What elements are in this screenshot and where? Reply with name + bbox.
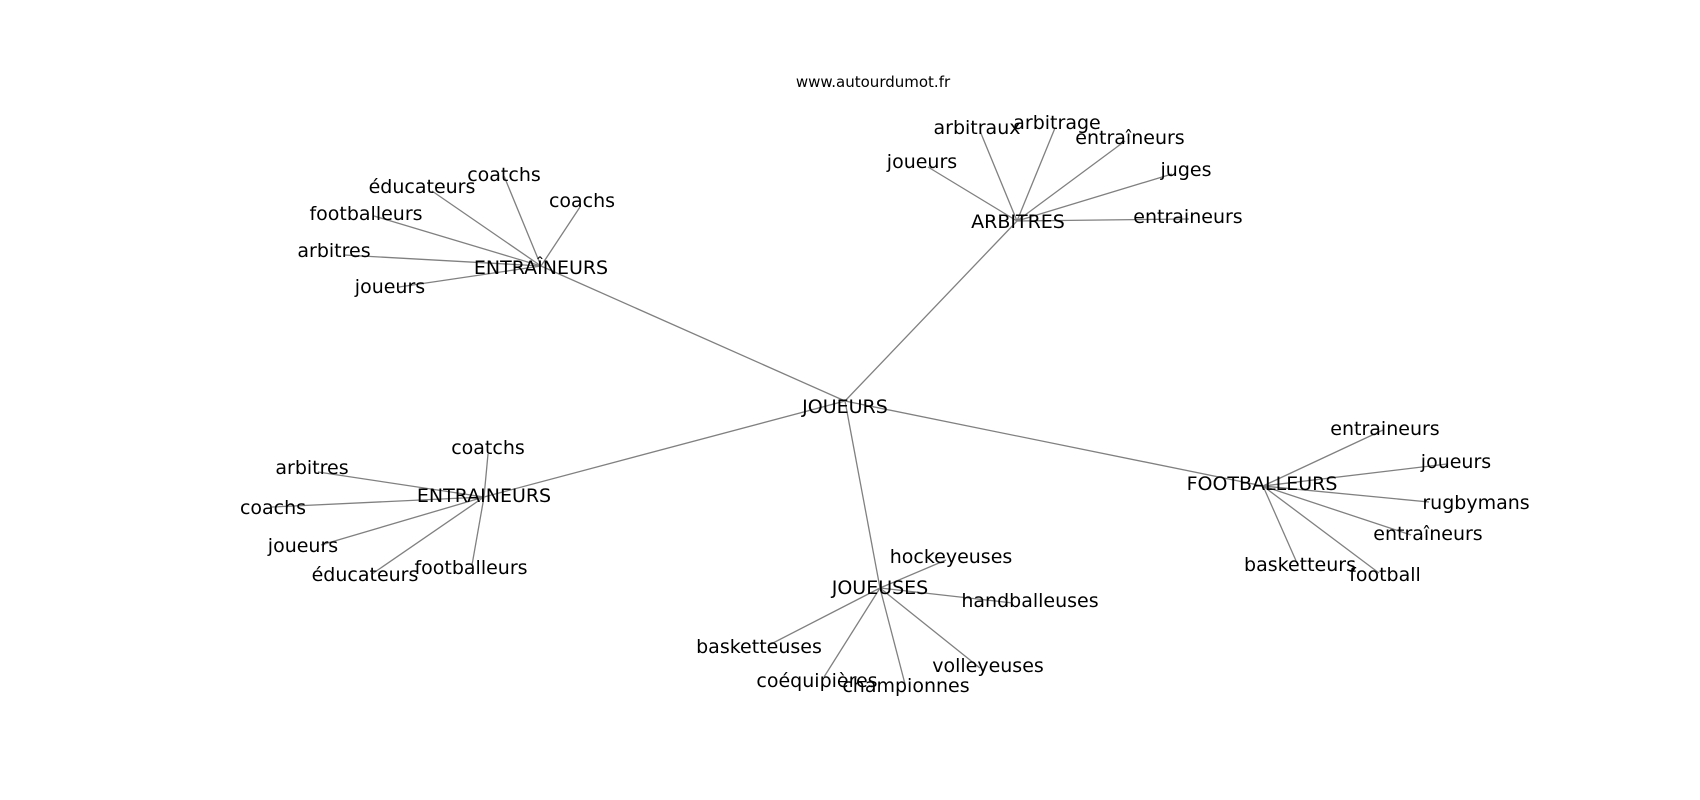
edge-entraineurs-leaf-1 bbox=[317, 471, 485, 498]
leaf-label-entraineurs-accent-3: footballeurs bbox=[309, 203, 422, 225]
leaf-label-footballeurs-2: rugbymans bbox=[1422, 492, 1529, 514]
edge-arbitres-leaf-5 bbox=[1016, 218, 1190, 222]
leaf-label-arbitres-1: arbitrage bbox=[1013, 112, 1100, 134]
leaf-label-entraineurs-accent-1: coatchs bbox=[467, 164, 541, 186]
leaf-label-entraineurs-accent-5: joueurs bbox=[354, 276, 425, 298]
leaf-label-arbitres-2: entraîneurs bbox=[1075, 127, 1184, 149]
edge-joueuses-leaf-3 bbox=[823, 587, 881, 678]
edge-footballeurs-leaf-5 bbox=[1262, 485, 1380, 574]
edge-joueuses-leaf-5 bbox=[879, 587, 981, 669]
edge-footballeurs-leaf-4 bbox=[1262, 485, 1298, 564]
graph-edges bbox=[271, 127, 1448, 685]
edge-arbitres-leaf-4 bbox=[1016, 173, 1173, 222]
edge-center-entraineurs-accent bbox=[540, 265, 846, 402]
leaf-label-joueuses-1: handballeuses bbox=[961, 590, 1098, 612]
hub-label-joueuses: JOUEUSES bbox=[831, 577, 929, 599]
edge-entraineurs-leaf-2 bbox=[271, 496, 485, 508]
leaf-label-entraineurs-0: coatchs bbox=[451, 437, 525, 459]
leaf-label-arbitres-5: entraineurs bbox=[1133, 206, 1242, 228]
leaf-label-joueuses-0: hockeyeuses bbox=[890, 546, 1013, 568]
hub-label-footballeurs: FOOTBALLEURS bbox=[1187, 473, 1338, 495]
leaf-label-footballeurs-0: entraineurs bbox=[1330, 418, 1439, 440]
edge-center-arbitres bbox=[844, 220, 1018, 402]
edge-footballeurs-leaf-0 bbox=[1262, 429, 1384, 487]
leaf-label-entraineurs-5: footballeurs bbox=[414, 557, 527, 579]
edge-joueuses-leaf-1 bbox=[879, 587, 1014, 604]
graph-labels: JOUEURSENTRAÎNEURScoachscoatchséducateur… bbox=[240, 112, 1530, 697]
edge-footballeurs-leaf-3 bbox=[1262, 485, 1412, 536]
edge-entraineurs-leaf-4 bbox=[371, 496, 485, 575]
leaf-label-arbitres-4: juges bbox=[1160, 159, 1212, 181]
edge-entraineurs-accent-leaf-3 bbox=[373, 215, 542, 267]
leaf-label-arbitres-3: joueurs bbox=[886, 151, 957, 173]
edge-entraineurs-leaf-5 bbox=[471, 496, 485, 566]
edge-arbitres-leaf-3 bbox=[927, 166, 1018, 222]
edge-entraineurs-leaf-3 bbox=[320, 496, 485, 546]
center-node-label: JOUEURS bbox=[801, 396, 888, 418]
edge-entraineurs-accent-leaf-5 bbox=[398, 265, 542, 288]
edge-center-footballeurs bbox=[844, 400, 1264, 487]
leaf-label-footballeurs-3: entraîneurs bbox=[1373, 523, 1482, 545]
leaf-label-joueuses-3: coéquipières bbox=[756, 670, 877, 692]
edge-entraineurs-accent-leaf-0 bbox=[540, 206, 581, 267]
leaf-label-entraineurs-accent-2: éducateurs bbox=[369, 176, 476, 198]
leaf-label-footballeurs-1: joueurs bbox=[1420, 451, 1491, 473]
edge-footballeurs-leaf-2 bbox=[1262, 485, 1430, 503]
edge-joueuses-leaf-2 bbox=[770, 587, 881, 645]
leaf-label-footballeurs-4: basketteurs bbox=[1244, 554, 1356, 576]
edge-entraineurs-accent-leaf-4 bbox=[343, 254, 542, 267]
edge-entraineurs-accent-leaf-2 bbox=[431, 190, 542, 267]
leaf-label-joueuses-2: basketteuses bbox=[696, 636, 822, 658]
hub-label-entraineurs-accent: ENTRAÎNEURS bbox=[474, 256, 608, 279]
edge-arbitres-leaf-2 bbox=[1016, 140, 1126, 222]
leaf-label-joueuses-4: championnes bbox=[842, 675, 969, 697]
leaf-label-entraineurs-2: coachs bbox=[240, 497, 306, 519]
edge-entraineurs-leaf-0 bbox=[483, 453, 489, 498]
leaf-label-footballeurs-5: football bbox=[1349, 564, 1421, 586]
edge-arbitres-leaf-1 bbox=[1016, 127, 1056, 222]
leaf-label-arbitres-0: arbitraux bbox=[934, 117, 1021, 139]
leaf-label-joueuses-5: volleyeuses bbox=[932, 655, 1044, 677]
leaf-label-entraineurs-accent-0: coachs bbox=[549, 190, 615, 212]
edge-arbitres-leaf-0 bbox=[979, 130, 1018, 222]
edge-joueuses-leaf-0 bbox=[879, 559, 947, 589]
hub-label-arbitres: ARBITRES bbox=[971, 211, 1065, 233]
leaf-label-entraineurs-3: joueurs bbox=[267, 535, 338, 557]
leaf-label-entraineurs-4: éducateurs bbox=[312, 564, 419, 586]
edge-center-joueuses bbox=[844, 400, 881, 589]
leaf-label-entraineurs-1: arbitres bbox=[275, 457, 348, 479]
edge-entraineurs-accent-leaf-1 bbox=[503, 175, 542, 267]
leaf-label-entraineurs-accent-4: arbitres bbox=[297, 240, 370, 262]
edge-joueuses-leaf-4 bbox=[879, 587, 906, 685]
site-url: www.autourdumot.fr bbox=[796, 73, 951, 91]
hub-label-entraineurs: ENTRAINEURS bbox=[417, 485, 551, 507]
edge-center-entraineurs bbox=[483, 400, 846, 498]
edge-footballeurs-leaf-1 bbox=[1262, 463, 1448, 487]
